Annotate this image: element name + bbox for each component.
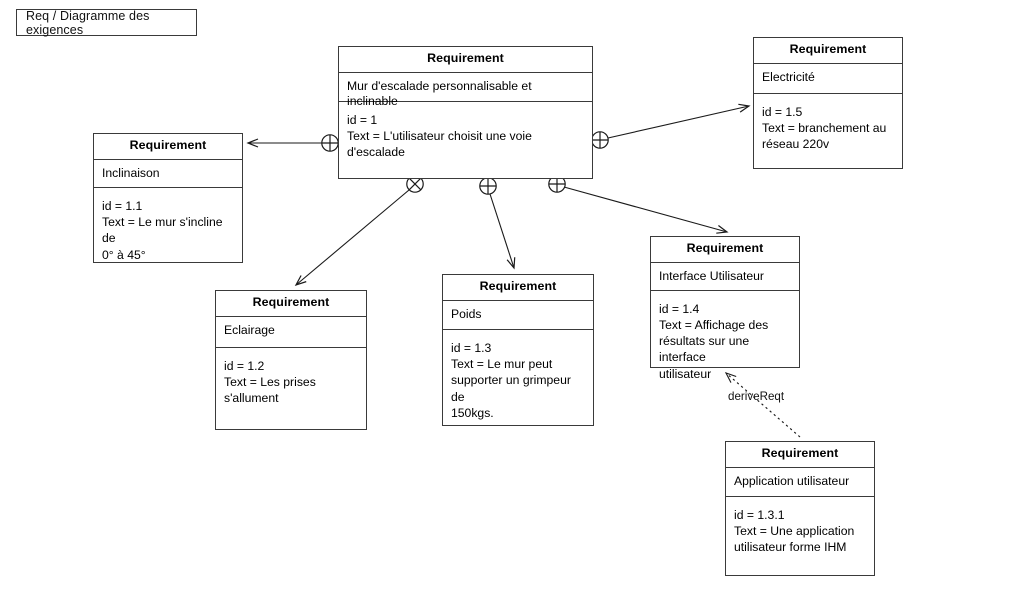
requirement-block-inclinaison[interactable]: Requirement Inclinaison id = 1.1 Text = …: [93, 133, 243, 263]
requirement-name: Mur d'escalade personnalisable et inclin…: [339, 73, 592, 108]
requirement-stereotype: Requirement: [443, 275, 593, 301]
requirement-block-poids[interactable]: Requirement Poids id = 1.3 Text = Le mur…: [442, 274, 594, 426]
connector-containment-mur-poids: [479, 177, 516, 270]
requirement-name: Interface Utilisateur: [651, 263, 799, 291]
connector-containment-mur-electricite: [591, 103, 751, 149]
requirement-name: Application utilisateur: [726, 468, 874, 497]
connector-containment-mur-inclinaison: [246, 134, 339, 152]
requirement-name: Electricité: [754, 64, 902, 94]
requirement-block-electricite[interactable]: Requirement Electricité id = 1.5 Text = …: [753, 37, 903, 169]
requirement-block-mur-escalade[interactable]: Requirement Mur d'escalade personnalisab…: [338, 46, 593, 179]
requirement-properties: id = 1.3 Text = Le mur peut supporter un…: [451, 340, 571, 420]
requirement-name: Poids: [443, 301, 593, 330]
edge-label-derivereqt: deriveReqt: [728, 390, 785, 403]
requirement-stereotype: Requirement: [754, 38, 902, 64]
requirement-name: Inclinaison: [94, 160, 242, 188]
requirement-properties: id = 1.2 Text = Les prises s'allument: [224, 358, 316, 406]
requirement-name: Eclairage: [216, 317, 366, 348]
requirement-block-application-utilisateur[interactable]: Requirement Application utilisateur id =…: [725, 441, 875, 576]
diagram-frame-label: Req / Diagramme des exigences: [16, 9, 197, 37]
requirement-stereotype: Requirement: [216, 291, 366, 317]
requirement-block-interface-utilisateur[interactable]: Requirement Interface Utilisateur id = 1…: [650, 236, 800, 381]
requirement-properties: id = 1 Text = L'utilisateur choisit une …: [347, 112, 532, 160]
requirement-properties: id = 1.4 Text = Affichage des résultats …: [659, 301, 769, 381]
requirement-stereotype: Requirement: [94, 134, 242, 160]
requirement-stereotype: Requirement: [651, 237, 799, 263]
requirement-properties: id = 1.5 Text = branchement au réseau 22…: [762, 104, 887, 152]
requirement-properties: id = 1.3.1 Text = Une application utilis…: [734, 507, 855, 555]
requirement-properties: id = 1.1 Text = Le mur s'incline de 0° à…: [102, 198, 223, 262]
requirement-block-eclairage[interactable]: Requirement Eclairage id = 1.2 Text = Le…: [215, 290, 367, 430]
connector-containment-mur-interface-utilisateur: [548, 175, 729, 234]
requirement-stereotype: Requirement: [339, 47, 592, 73]
connector-containment-mur-eclairage: [294, 175, 424, 287]
requirement-stereotype: Requirement: [726, 442, 874, 468]
